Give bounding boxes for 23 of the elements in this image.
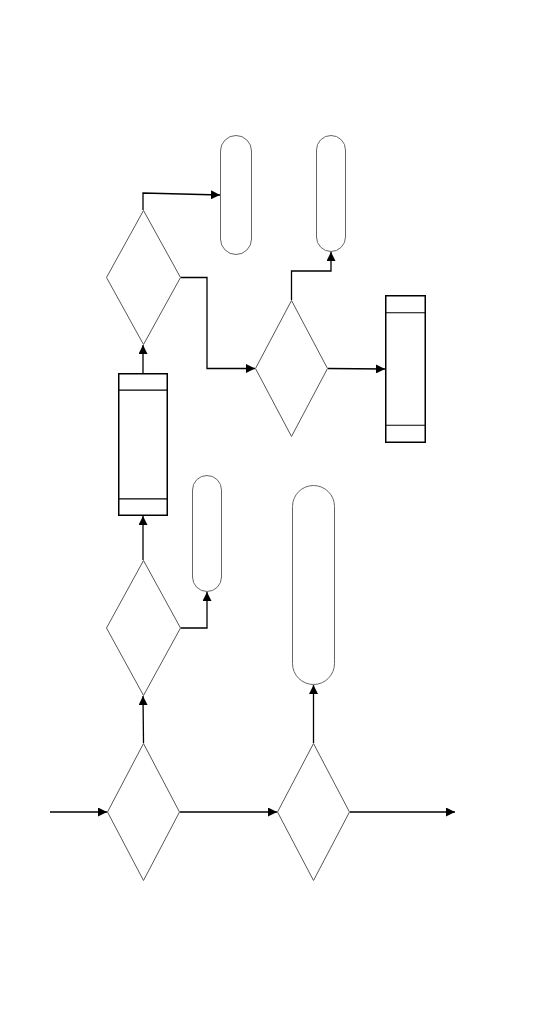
arrow <box>49 807 108 817</box>
terminator-shape <box>220 135 252 255</box>
arrow <box>142 190 221 211</box>
decision-diamond <box>277 743 350 881</box>
arrow <box>327 364 386 374</box>
terminator-shape <box>292 485 335 685</box>
arrow <box>309 684 318 744</box>
decision-diamond <box>107 743 180 881</box>
process-box <box>118 373 168 516</box>
arrow <box>179 276 256 373</box>
decision-diamond <box>105 210 181 345</box>
decision-diamond <box>105 560 181 696</box>
arrow <box>349 807 456 817</box>
arrow <box>138 695 148 744</box>
process-box <box>385 295 426 443</box>
terminator-shape <box>192 475 222 592</box>
arrow <box>290 251 336 301</box>
arrow <box>179 591 212 629</box>
arrow <box>138 515 148 561</box>
arrow <box>179 807 278 817</box>
arrow <box>138 344 148 374</box>
terminator-shape <box>316 135 346 252</box>
decision-diamond <box>255 300 328 437</box>
